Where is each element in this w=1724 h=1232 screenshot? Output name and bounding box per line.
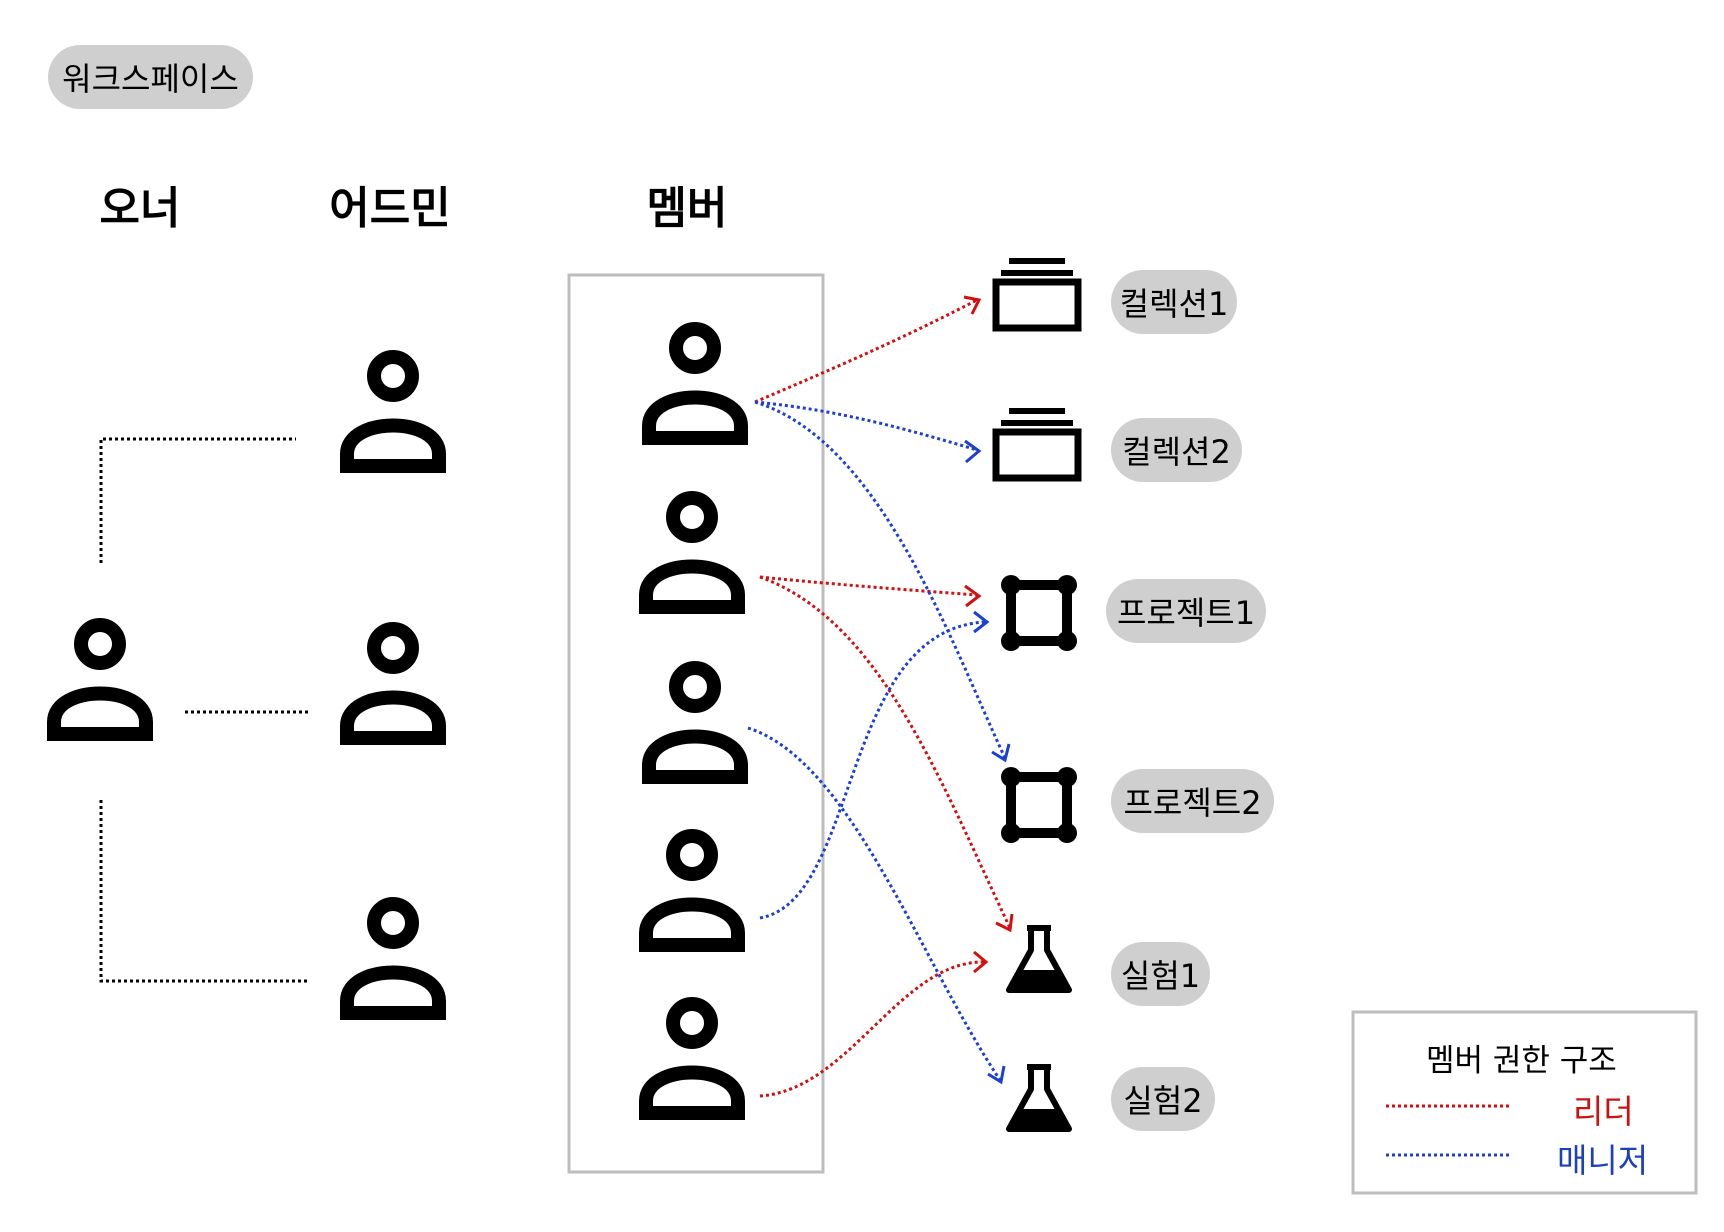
member-person-icon: [649, 668, 741, 777]
leader-arrow: [759, 960, 986, 1098]
admin-person-icon: [347, 904, 439, 1013]
leader-arrow: [759, 575, 978, 597]
member-person-icon: [646, 836, 738, 945]
project-icon: [1001, 767, 1077, 843]
legend-title: 멤버 권한 구조: [1426, 1043, 1617, 1079]
member-person-icon: [649, 329, 741, 438]
leader-arrow: [754, 298, 978, 404]
admin-person-icon: [347, 629, 439, 738]
legend-box: [1351, 1010, 1698, 1195]
resource-label-experiment1: 실험1: [1111, 942, 1210, 1006]
flask-icon: [1009, 1067, 1069, 1129]
admin-heading: 어드민: [329, 183, 451, 234]
owner-person-icon: [54, 625, 146, 734]
manager-arrow: [754, 400, 1007, 759]
legend-leader-label: 리더: [1573, 1092, 1634, 1131]
member-person-icon: [646, 498, 738, 607]
owner-heading: 오너: [99, 183, 181, 234]
legend-manager-label: 매니저: [1557, 1141, 1649, 1180]
leader-arrows: [754, 298, 1012, 1098]
resource-label-experiment2: 실험2: [1111, 1067, 1215, 1131]
project-icon: [1001, 575, 1077, 651]
workspace-badge: 워크스페이스: [48, 45, 253, 109]
resource-label-project1: 프로젝트1: [1106, 579, 1266, 643]
owner-to-admin1-line: [99, 437, 296, 563]
owner-to-admin3-line: [99, 800, 308, 983]
manager-arrow: [754, 400, 978, 452]
resource-label-collection2: 컬렉션2: [1111, 418, 1242, 482]
resource-label-collection1: 컬렉션1: [1111, 270, 1237, 334]
collection-icon: [996, 408, 1078, 478]
flask-icon: [1009, 928, 1069, 990]
resource-label-project2: 프로젝트2: [1111, 769, 1274, 833]
member-group-box: [567, 273, 825, 1174]
leader-arrow: [759, 575, 1012, 929]
hierarchy-lines: [99, 437, 308, 983]
admin-person-icon: [347, 357, 439, 466]
collection-icon: [996, 258, 1078, 328]
manager-arrows: [747, 400, 1007, 1081]
manager-arrow: [747, 726, 1002, 1081]
member-person-icon: [646, 1004, 738, 1113]
manager-arrow: [759, 620, 986, 920]
leader-arrowheads: [963, 295, 1014, 974]
member-heading: 멤버: [646, 183, 728, 234]
manager-arrowheads: [964, 439, 1011, 1085]
